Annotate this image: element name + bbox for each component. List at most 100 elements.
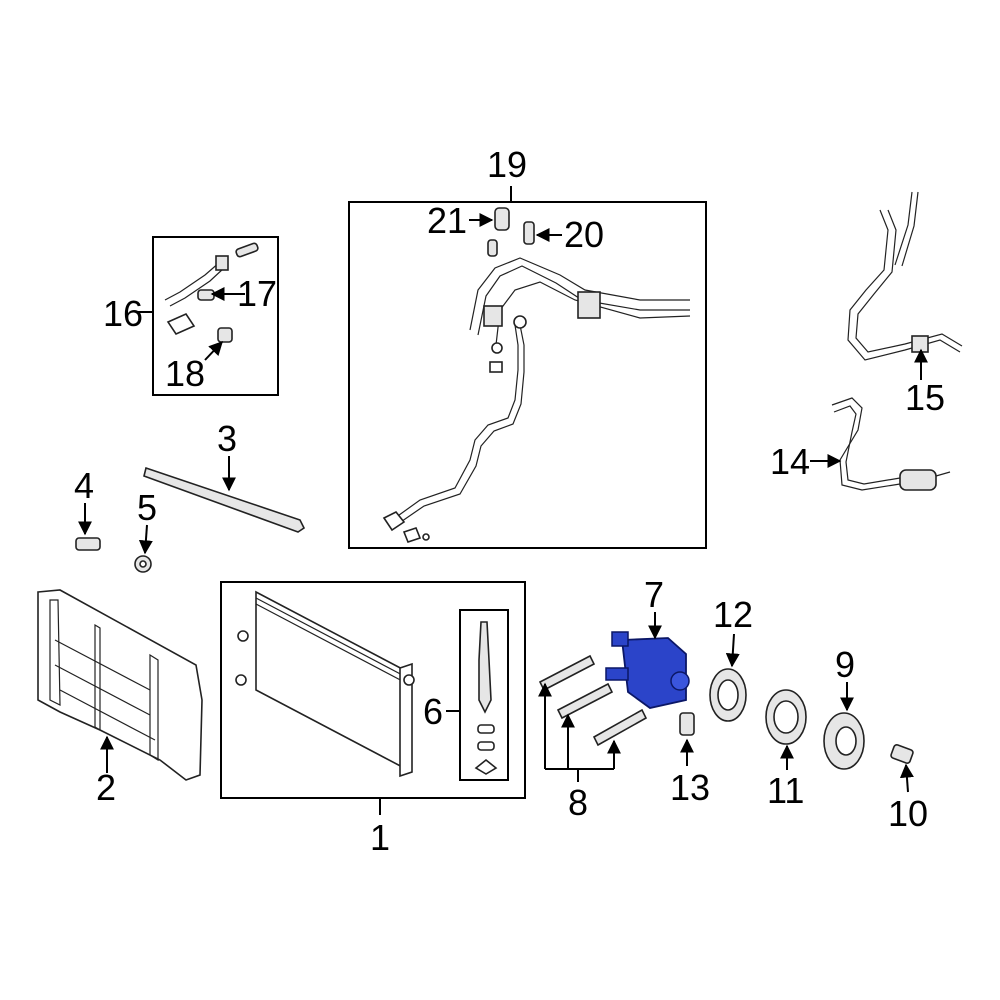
- nut-hole: [139, 560, 147, 568]
- hub-group: 9: [823, 644, 865, 770]
- callout-7: 7: [644, 574, 664, 615]
- condenser-group: 1 6: [220, 581, 526, 858]
- port-cap: [487, 239, 498, 257]
- connector-clip: [197, 289, 215, 301]
- hose-15-a: [847, 209, 961, 361]
- hub-bolt: [890, 744, 914, 764]
- callout-5-leader: [138, 524, 153, 555]
- pulley-hub: [773, 700, 799, 734]
- hose-14-a: [831, 397, 901, 491]
- callout-13: 13: [670, 767, 710, 808]
- ac-line-assembly-box: [348, 201, 707, 549]
- callout-19: 19: [487, 144, 527, 185]
- gasket: [489, 361, 503, 373]
- hose-14-group: 14: [770, 397, 951, 491]
- studs-group: 8: [538, 654, 648, 823]
- switch-group: 13: [670, 712, 710, 808]
- callout-5: 5: [137, 487, 157, 528]
- condenser-frame-group: 2: [37, 589, 203, 808]
- callout-21: 21: [427, 200, 467, 241]
- callout-12: 12: [713, 594, 753, 635]
- hub-center: [835, 726, 857, 756]
- frame-braces: [49, 599, 159, 762]
- condenser-box: [220, 581, 526, 799]
- connector-hose-outer: [169, 267, 225, 307]
- hose-14-muffler: [899, 469, 937, 491]
- condenser-fins: [255, 597, 409, 685]
- o-ring: [422, 533, 430, 541]
- service-port: [513, 315, 527, 329]
- nut-group: 5: [134, 487, 157, 573]
- coil-center: [717, 679, 739, 711]
- fitting: [491, 342, 503, 354]
- coil-group: 12: [709, 594, 753, 722]
- condenser-mount-bottom: [235, 674, 247, 686]
- callout-20: 20: [564, 214, 604, 255]
- stud-1: [538, 654, 596, 692]
- callout-18-leader: [204, 340, 223, 361]
- callout-4: 4: [74, 465, 94, 506]
- bolt-group: 4: [74, 465, 101, 551]
- condenser-tank: [399, 662, 413, 778]
- connector-box: [152, 236, 279, 396]
- pressure-switch: [679, 712, 695, 736]
- bolt: [75, 537, 101, 551]
- hose-15-b: [855, 209, 963, 353]
- compressor: [620, 637, 687, 709]
- connector-group: 16 17 18: [103, 236, 279, 396]
- compressor-port-lower: [605, 667, 629, 681]
- callout-10-leader: [899, 763, 914, 793]
- callout-16: 16: [103, 293, 143, 334]
- stud-3: [592, 708, 648, 747]
- hose-14-b: [833, 405, 901, 485]
- line-fitting: [382, 510, 406, 532]
- connector-hose: [164, 261, 221, 301]
- line-gasket: [402, 527, 422, 543]
- drier-oring-2: [477, 741, 495, 751]
- callout-12-leader: [725, 633, 740, 668]
- hose-14-tail: [935, 471, 951, 477]
- connector-plug: [217, 327, 233, 343]
- callout-11: 11: [767, 770, 804, 811]
- condenser-mount-top: [237, 630, 249, 642]
- callout-3: 3: [217, 418, 237, 459]
- condenser-core: [255, 590, 409, 772]
- condenser-mount-right: [403, 674, 415, 686]
- liquid-line: [387, 324, 519, 524]
- callout-2: 2: [96, 767, 116, 808]
- liquid-line-outer: [391, 324, 525, 529]
- compressor-port-upper: [611, 631, 629, 647]
- line-block: [577, 291, 601, 319]
- hose-15-fitting: [911, 335, 929, 353]
- callout-14: 14: [770, 441, 810, 482]
- drier-plug: [474, 758, 498, 775]
- pulley-group: 11: [765, 689, 807, 811]
- suction-line: [469, 257, 690, 331]
- hub-bolt-group: 10: [888, 744, 928, 834]
- seal-strip: [143, 466, 306, 533]
- callout-6: 6: [423, 691, 443, 732]
- callout-8: 8: [568, 782, 588, 823]
- drier-desiccant: [478, 621, 492, 714]
- hose-15-d: [901, 191, 919, 267]
- drier-oring-1: [477, 724, 495, 734]
- ac-line-assembly-group: 19 21 20: [348, 144, 707, 549]
- suction-line-outer: [477, 265, 690, 336]
- callout-18: 18: [165, 353, 205, 394]
- connector-plate: [166, 312, 196, 336]
- connector-pin: [235, 242, 259, 258]
- seal-strip-group: 3: [143, 418, 306, 533]
- callout-15: 15: [905, 377, 945, 418]
- compressor-shaft: [670, 671, 690, 691]
- callout-9: 9: [835, 644, 855, 685]
- manifold-block: [483, 305, 503, 327]
- valve-core-20: [523, 221, 535, 245]
- callout-17: 17: [237, 273, 277, 314]
- callout-10: 10: [888, 793, 928, 834]
- cap-21: [494, 207, 510, 231]
- connector-end: [215, 255, 229, 271]
- callout-1: 1: [370, 817, 390, 858]
- drier-box: [459, 609, 509, 781]
- hose-15-c: [894, 191, 913, 266]
